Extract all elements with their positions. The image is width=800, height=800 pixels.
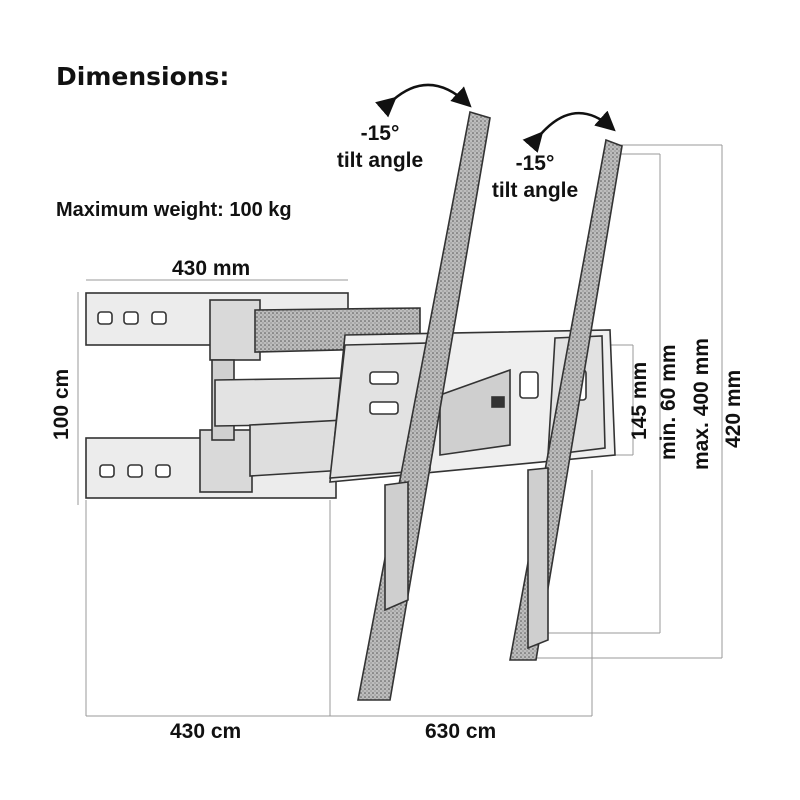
tilt-angle-right: -15° [515,152,555,175]
tilt-angle-left: -15° [360,122,400,145]
tv-bracket-right [509,138,623,661]
tilt-label-right: -15° tilt angle [480,150,590,204]
bottom-right-width-label: 630 cm [425,720,497,743]
max-weight-label: Maximum weight: 100 kg [56,199,292,221]
tilt-arrow-right-icon [522,110,616,153]
tilt-arrow-left-icon [375,83,472,118]
plate-height-label: 145 mm [628,361,651,440]
dimension-lines [77,144,723,717]
bottom-left-width-label: 430 cm [170,720,242,743]
left-height-label: 100 cm [50,368,73,440]
max-extension-label: max. 400 mm [690,338,713,470]
total-height-label: 420 mm [722,369,745,448]
page-title: Dimensions: [56,62,230,91]
tilt-text-right: tilt angle [491,179,579,202]
tilt-text-left: tilt angle [336,149,424,172]
tv-plate [329,329,616,483]
tilt-label-left: -15° tilt angle [325,120,435,174]
min-extension-label: min. 60 mm [657,344,680,460]
top-width-label: 430 mm [172,257,251,280]
tv-bracket-left [357,110,491,701]
